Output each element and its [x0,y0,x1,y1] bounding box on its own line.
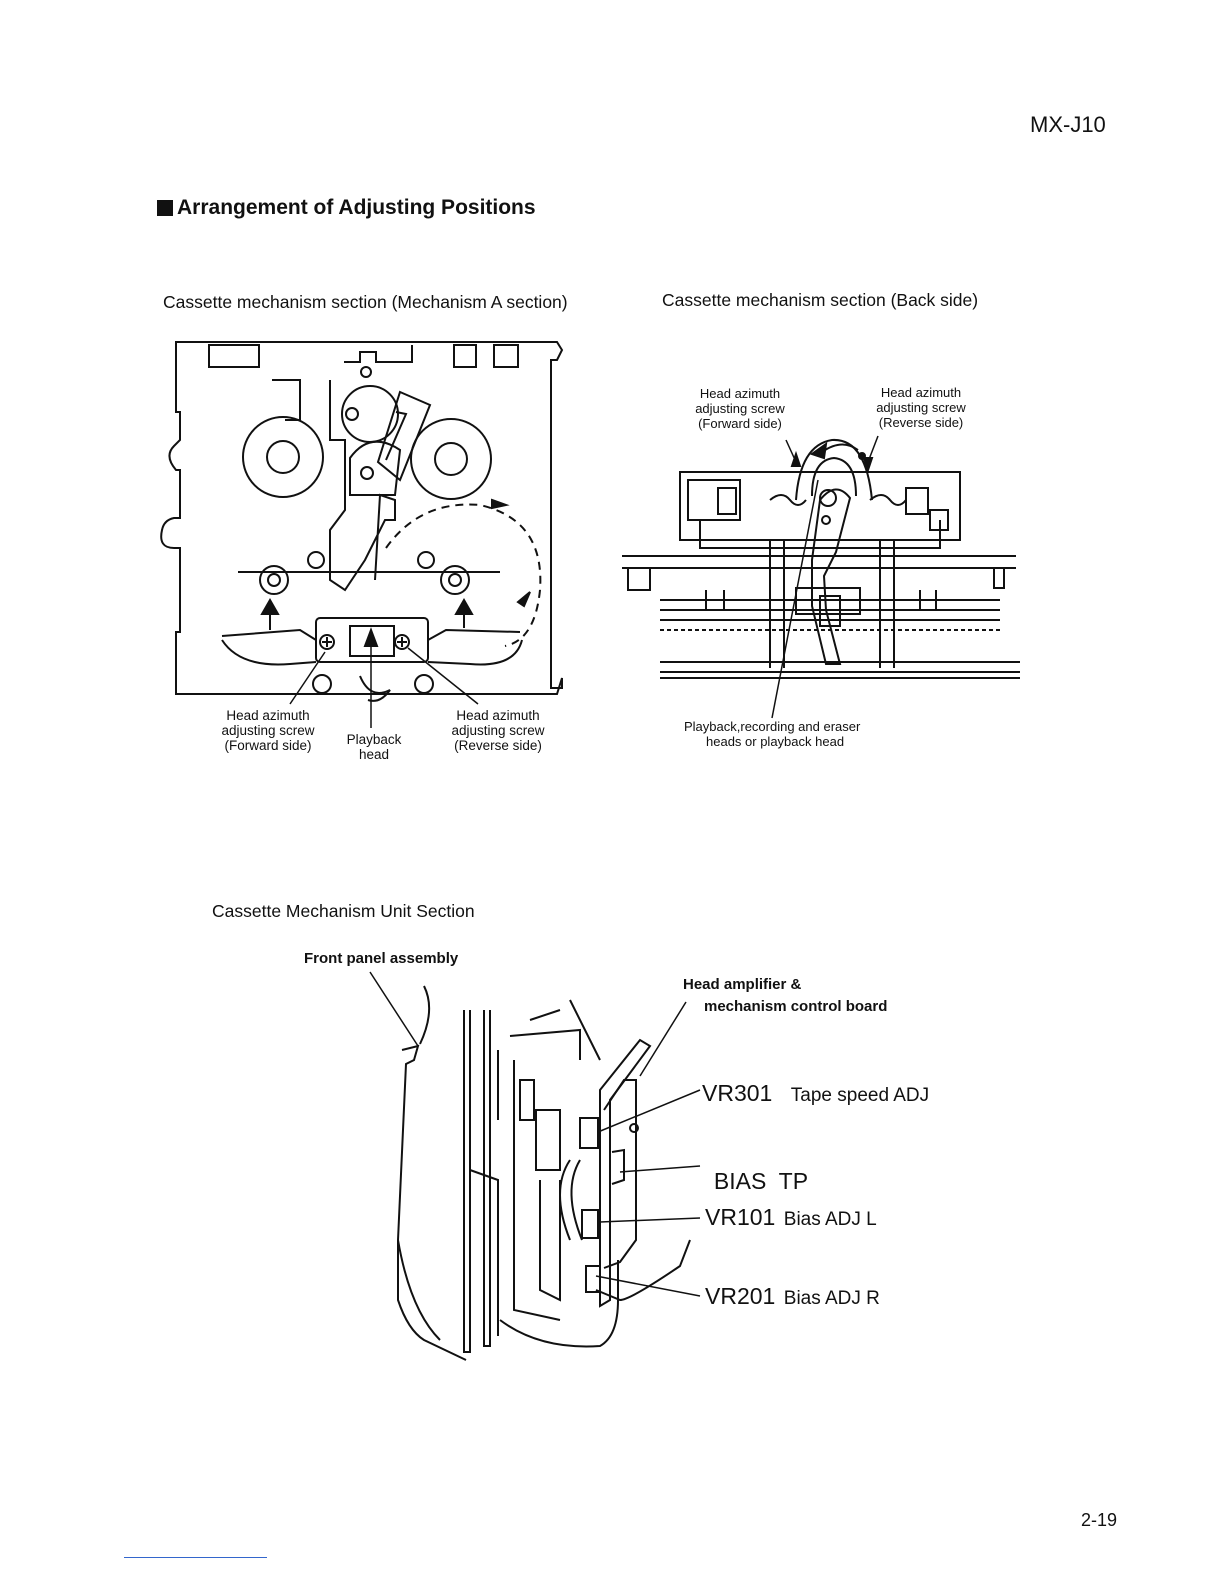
figure-c-caption: Cassette Mechanism Unit Section [212,901,475,921]
label-line: Playback,recording and eraser [684,719,861,734]
vr301-label: VR301 Tape speed ADJ [702,1080,929,1107]
vr201-label: VR201 Bias ADJ R [705,1283,880,1310]
front-panel-label: Front panel assembly [304,950,459,967]
page-number: 2-19 [1081,1510,1118,1530]
label-line: (Reverse side) [454,738,542,753]
adjustment-desc: Bias ADJ L [783,1209,877,1230]
figure-b-label-heads: Playback,recording and eraser heads or p… [684,719,904,749]
label-line: Head azimuth [699,386,781,401]
label-line: (Forward side) [698,416,782,431]
label-line: Head amplifier & [683,976,802,993]
figure-b-caption: Cassette mechanism section (Back side) [662,290,979,310]
label-line: adjusting screw [695,401,785,416]
adjustment-code: VR201 [705,1283,776,1309]
label-line: mechanism control board [704,998,888,1015]
footer-divider [124,1557,267,1558]
label-line: Head azimuth [880,385,962,400]
label-line: Head azimuth [226,708,310,723]
label-line: Head azimuth [456,708,540,723]
figure-a-caption: Cassette mechanism section (Mechanism A … [163,292,568,312]
vr101-label: VR101 Bias ADJ L [705,1204,877,1231]
label-line: heads or playback head [706,734,845,749]
board-label: Head amplifier & mechanism control board [683,974,887,1018]
adjustment-code: VR101 [705,1204,776,1230]
adjustment-code: BIAS TP [713,1168,809,1194]
square-bullet-icon [157,200,173,216]
adjustment-desc: Tape speed ADJ [790,1085,930,1106]
model-number: MX-J10 [1030,112,1106,137]
label-line: adjusting screw [451,723,545,738]
label-line: Playback [346,732,402,747]
figure-a-label-forward-screw: Head azimuth adjusting screw (Forward si… [210,708,326,753]
section-title: Arrangement of Adjusting Positions [157,196,536,220]
figure-a-label-reverse-screw: Head azimuth adjusting screw (Reverse si… [438,708,558,753]
bias-tp-label: BIAS TP [705,1150,808,1195]
figure-b-label-reverse-screw: Head azimuth adjusting screw (Reverse si… [864,385,978,430]
label-line: head [358,747,390,762]
label-line: (Reverse side) [878,415,964,430]
figure-a-label-playback-head: Playback head [336,732,412,762]
label-line: adjusting screw [876,400,966,415]
label-line: adjusting screw [221,723,315,738]
adjustment-code: VR301 [702,1080,773,1106]
figure-b-label-forward-screw: Head azimuth adjusting screw (Forward si… [680,386,800,431]
section-title-text: Arrangement of Adjusting Positions [177,196,536,219]
label-line: (Forward side) [224,738,312,753]
adjustment-desc: Bias ADJ R [783,1288,880,1309]
